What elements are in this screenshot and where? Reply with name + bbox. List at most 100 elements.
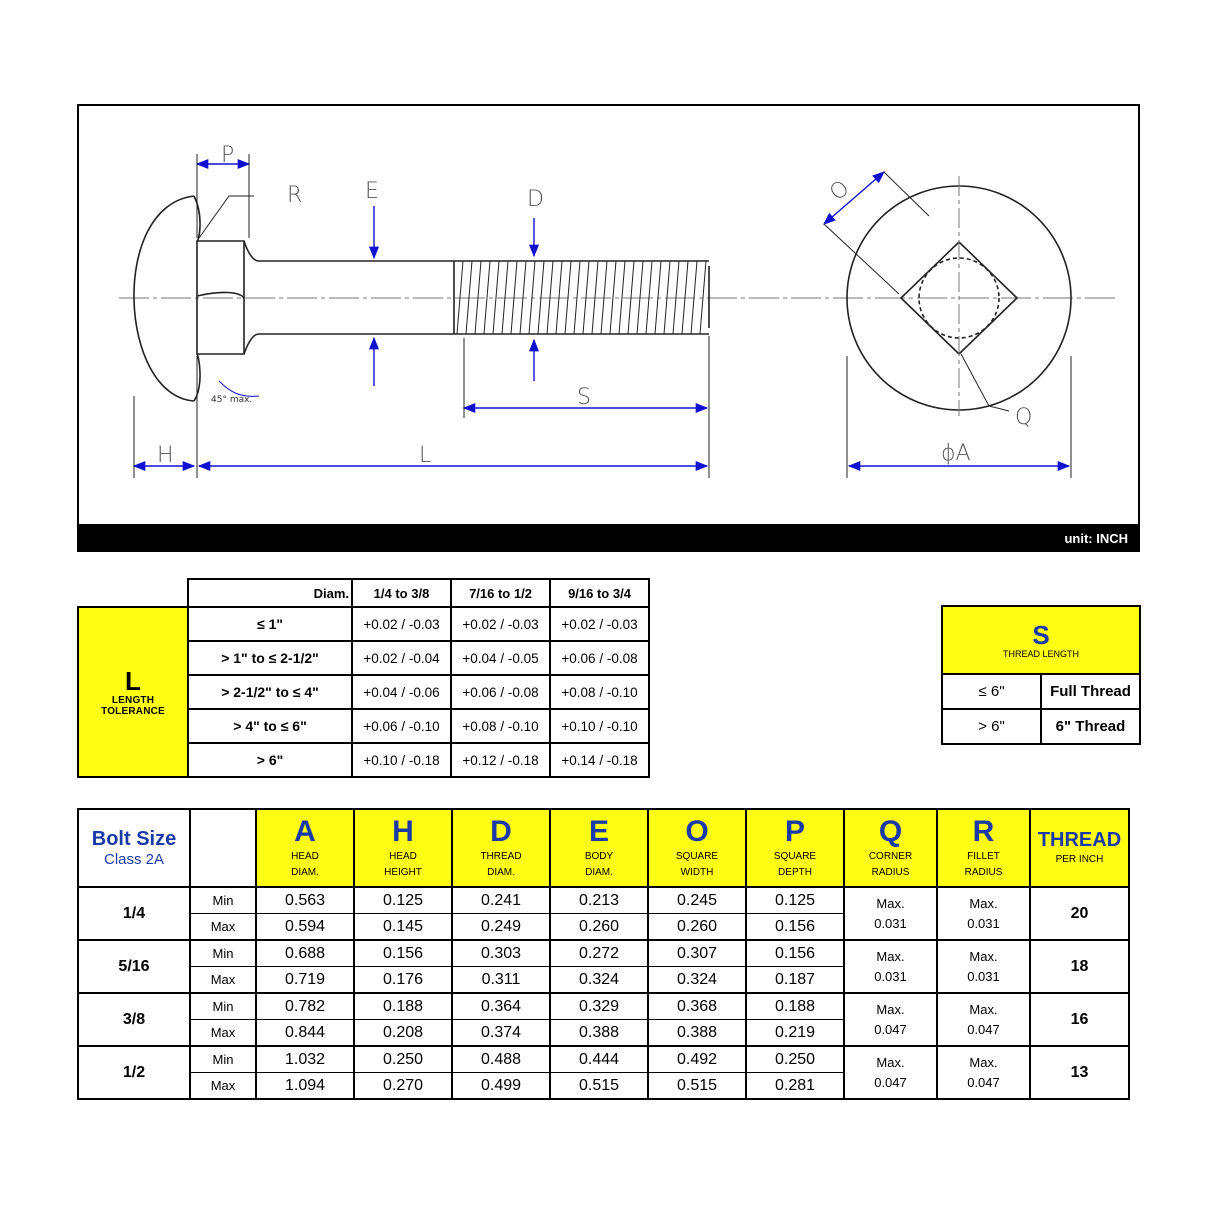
- thread-line: [465, 260, 473, 335]
- thread-line: [510, 260, 518, 335]
- threads-per-inch: 13: [1029, 1045, 1130, 1100]
- bolt-size: 1/4: [77, 886, 191, 941]
- min-value: 0.125: [745, 886, 845, 914]
- tolerance-value: +0.02 / -0.03: [351, 606, 452, 642]
- max-value: 0.594: [255, 913, 355, 941]
- thread-line: [564, 260, 572, 335]
- min-value: 0.444: [549, 1045, 649, 1073]
- bolt-head-dome: [133, 195, 195, 402]
- min-value: 0.782: [255, 992, 355, 1020]
- min-value: 0.241: [451, 886, 551, 914]
- thread-line: [645, 260, 653, 335]
- thread-value: 6" Thread: [1040, 708, 1141, 745]
- thread-line: [573, 260, 581, 335]
- thread-value: Full Thread: [1040, 673, 1141, 710]
- fillet-radius: Max.0.047: [936, 1045, 1031, 1100]
- min-value: 0.188: [745, 992, 845, 1020]
- bolt-size: 1/2: [77, 1045, 191, 1100]
- tolerance-value: +0.02 / -0.03: [549, 606, 650, 642]
- tolerance-value: +0.10 / -0.18: [351, 742, 452, 778]
- max-value: 1.094: [255, 1072, 355, 1100]
- max-value: 0.145: [353, 913, 453, 941]
- carriage-bolt-drawing: P R E D O S Q H L ϕA 45° max.: [119, 143, 1119, 478]
- class-label: Class 2A: [103, 851, 165, 868]
- max-value: 0.388: [549, 1019, 649, 1047]
- thread-line: [555, 260, 563, 335]
- tolerance-value: +0.08 / -0.10: [450, 708, 551, 744]
- thread-line: [609, 260, 617, 335]
- length-tolerance-table: Diam. 1/4 to 3/8 7/16 to 1/2 9/16 to 3/4…: [77, 578, 650, 778]
- thread-line: [519, 260, 527, 335]
- min-value: 0.303: [451, 939, 551, 967]
- bolt-size-label: Bolt Size: [91, 828, 177, 850]
- label-angle: 45° max.: [211, 395, 252, 405]
- max-value: 0.374: [451, 1019, 551, 1047]
- max-value: 0.208: [353, 1019, 453, 1047]
- label-L: L: [419, 443, 431, 468]
- min-value: 0.492: [647, 1045, 747, 1073]
- max-value: 0.719: [255, 966, 355, 994]
- length-range: > 4" to ≤ 6": [187, 708, 353, 744]
- max-value: 0.311: [451, 966, 551, 994]
- min-label: Min: [189, 1045, 257, 1073]
- thread-hidden-circle: [918, 257, 1000, 339]
- s-letter: S: [1032, 620, 1050, 650]
- max-label: Max: [189, 1019, 257, 1047]
- thread-line: [546, 260, 554, 335]
- unit-label: unit: INCH: [1064, 531, 1128, 546]
- corner-radius: Max.0.047: [843, 1045, 938, 1100]
- label-S: S: [577, 385, 591, 410]
- max-value: 0.260: [549, 913, 649, 941]
- max-value: 0.324: [647, 966, 747, 994]
- min-value: 0.125: [353, 886, 453, 914]
- bolt-size: 3/8: [77, 992, 191, 1047]
- col-header: 1/4 to 3/8: [351, 578, 452, 608]
- label-Q: Q: [1015, 405, 1032, 430]
- min-value: 0.368: [647, 992, 747, 1020]
- col-header: 9/16 to 3/4: [549, 578, 650, 608]
- tolerance-value: +0.08 / -0.10: [549, 674, 650, 710]
- max-value: 0.270: [353, 1072, 453, 1100]
- thread-length-caption: THREAD LENGTH: [1002, 649, 1079, 659]
- min-label: Min: [189, 886, 257, 914]
- tolerance-value: +0.02 / -0.04: [351, 640, 452, 676]
- min-value: 0.688: [255, 939, 355, 967]
- length-caption: LENGTH: [111, 695, 155, 706]
- thread-line: [600, 260, 608, 335]
- bolt-size: 5/16: [77, 939, 191, 994]
- thread-line: [627, 260, 635, 335]
- thread-pattern: [456, 260, 707, 335]
- thread-line: [654, 260, 662, 335]
- label-E: E: [365, 179, 379, 204]
- unit-bar: unit: INCH: [77, 524, 1140, 552]
- label-H: H: [157, 443, 174, 468]
- min-value: 0.245: [647, 886, 747, 914]
- min-value: 0.563: [255, 886, 355, 914]
- thread-line: [663, 260, 671, 335]
- thread-line: [492, 260, 500, 335]
- max-value: 0.324: [549, 966, 649, 994]
- tolerance-value: +0.06 / -0.10: [351, 708, 452, 744]
- min-value: 0.307: [647, 939, 747, 967]
- max-label: Max: [189, 913, 257, 941]
- min-value: 0.250: [745, 1045, 845, 1073]
- fillet-radius: Max.0.031: [936, 886, 1031, 941]
- max-value: 0.388: [647, 1019, 747, 1047]
- thread-line: [474, 260, 482, 335]
- max-label: Max: [189, 966, 257, 994]
- tolerance-value: +0.10 / -0.10: [549, 708, 650, 744]
- tolerance-value: +0.06 / -0.08: [549, 640, 650, 676]
- length-range: > 1" to ≤ 2-1/2": [187, 640, 353, 676]
